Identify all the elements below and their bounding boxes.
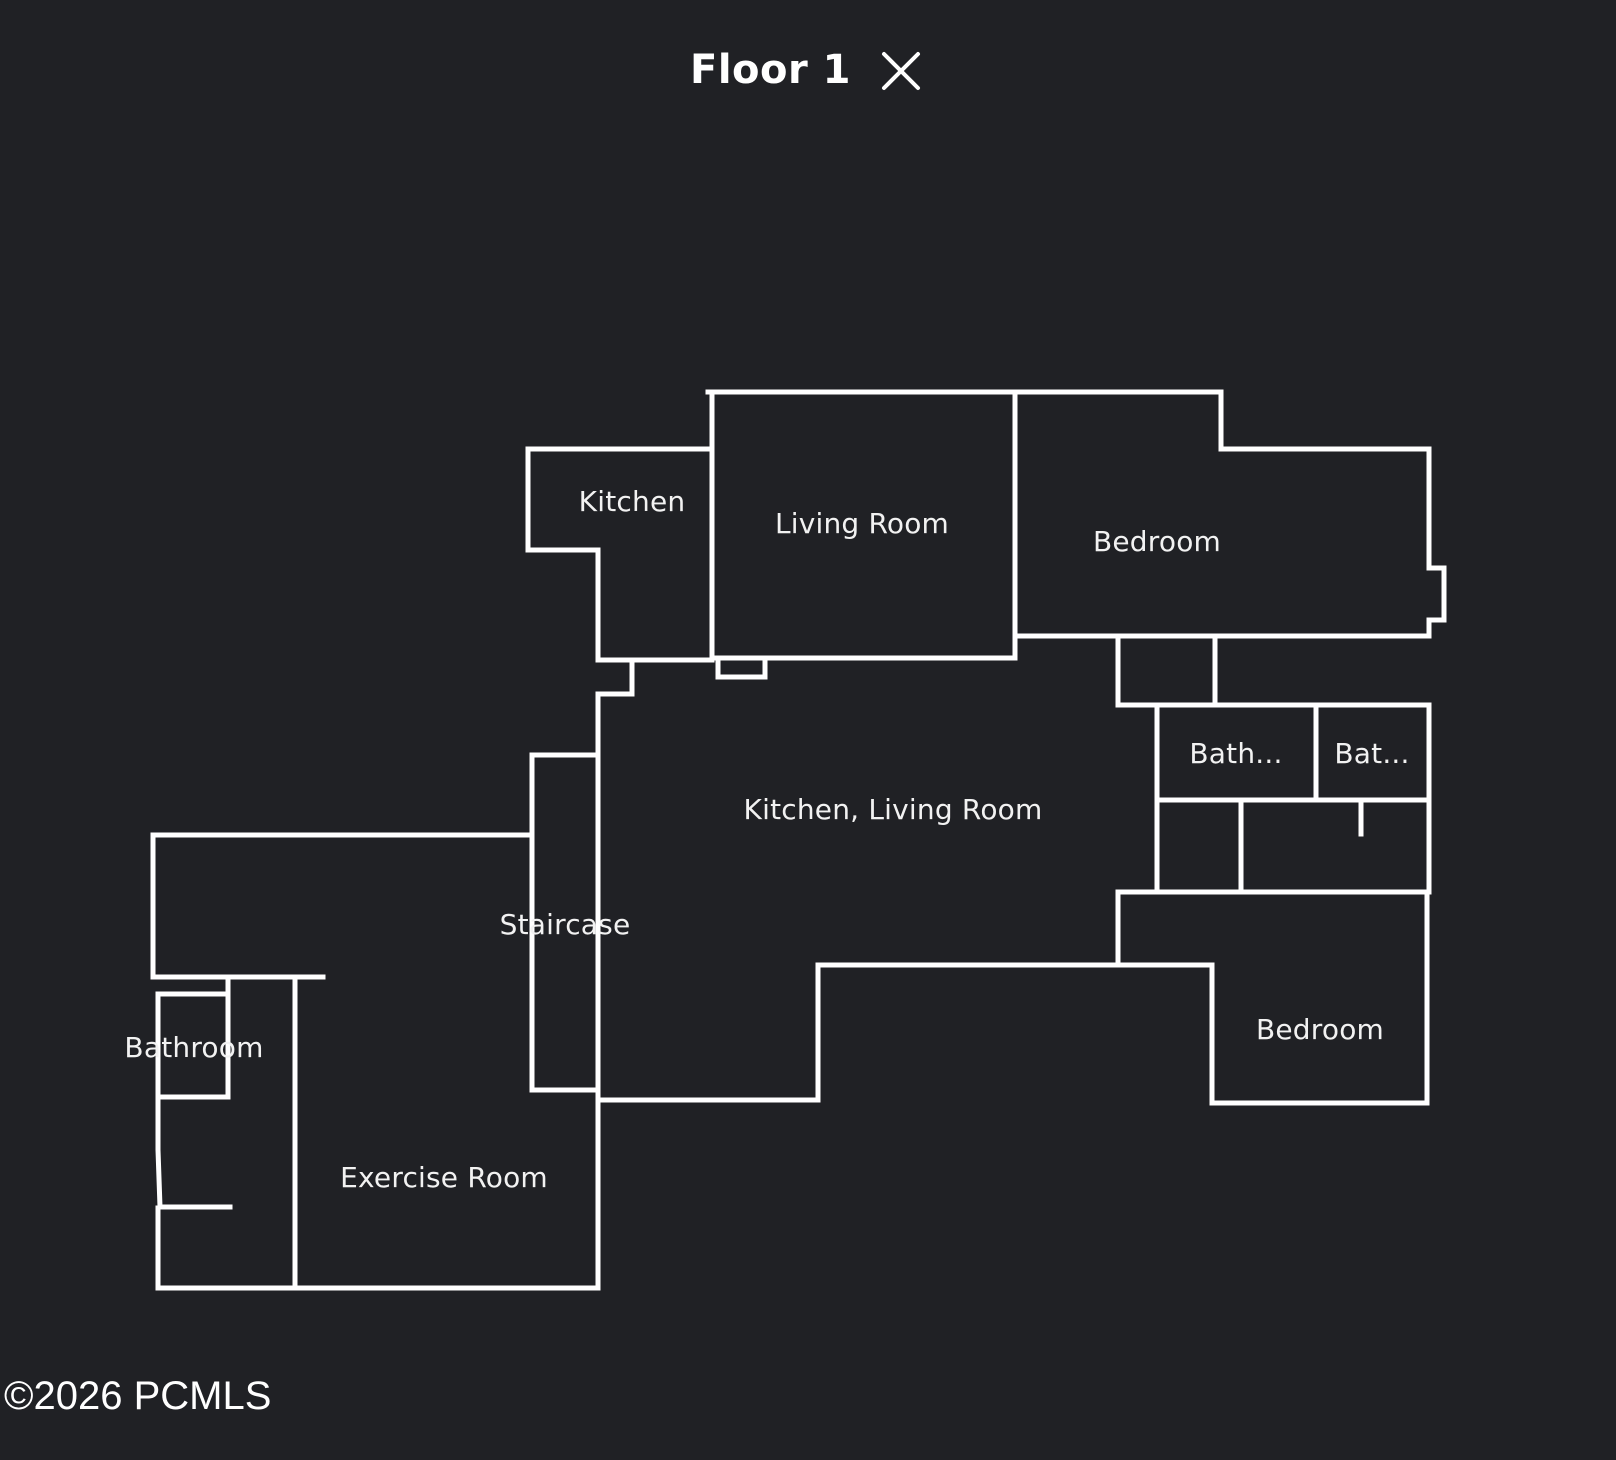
room-label-kitchen: Kitchen (578, 485, 686, 518)
fixture-walls (715, 657, 768, 680)
room-label-exercise-room: Exercise Room (340, 1161, 548, 1194)
closet-walls (1115, 633, 1218, 708)
exercise-room-walls (150, 832, 535, 980)
kitchen-living-room-walls (595, 633, 1160, 1103)
room-label-kitchen-living-room: Kitchen, Living Room (743, 793, 1043, 826)
bathroom-walls (155, 991, 231, 1100)
copyright-notice: ©2026 PCMLS (4, 1374, 272, 1418)
floor-header: Floor 1 (0, 40, 1616, 100)
room-label-living-room: Living Room (774, 507, 950, 540)
close-icon (882, 52, 920, 90)
room-label-bedroom-bottom: Bedroom (1255, 1013, 1385, 1046)
close-button[interactable] (876, 46, 926, 96)
floor-title: Floor 1 (690, 47, 851, 93)
exercise-room-outer (155, 1087, 601, 1291)
staircase-walls (529, 752, 601, 1093)
room-label-bedroom-top: Bedroom (1092, 525, 1222, 558)
bedroom-bottom-walls (1115, 889, 1430, 1106)
room-label-bathroom: Bathroom (124, 1031, 264, 1064)
room-label-bath-1: Bath... (1189, 737, 1283, 770)
room-label-bath-2: Bat... (1334, 737, 1410, 770)
kitchen-walls (525, 446, 711, 663)
bedroom-top-walls (1012, 389, 1447, 639)
room-label-staircase: Staircase (499, 908, 631, 941)
